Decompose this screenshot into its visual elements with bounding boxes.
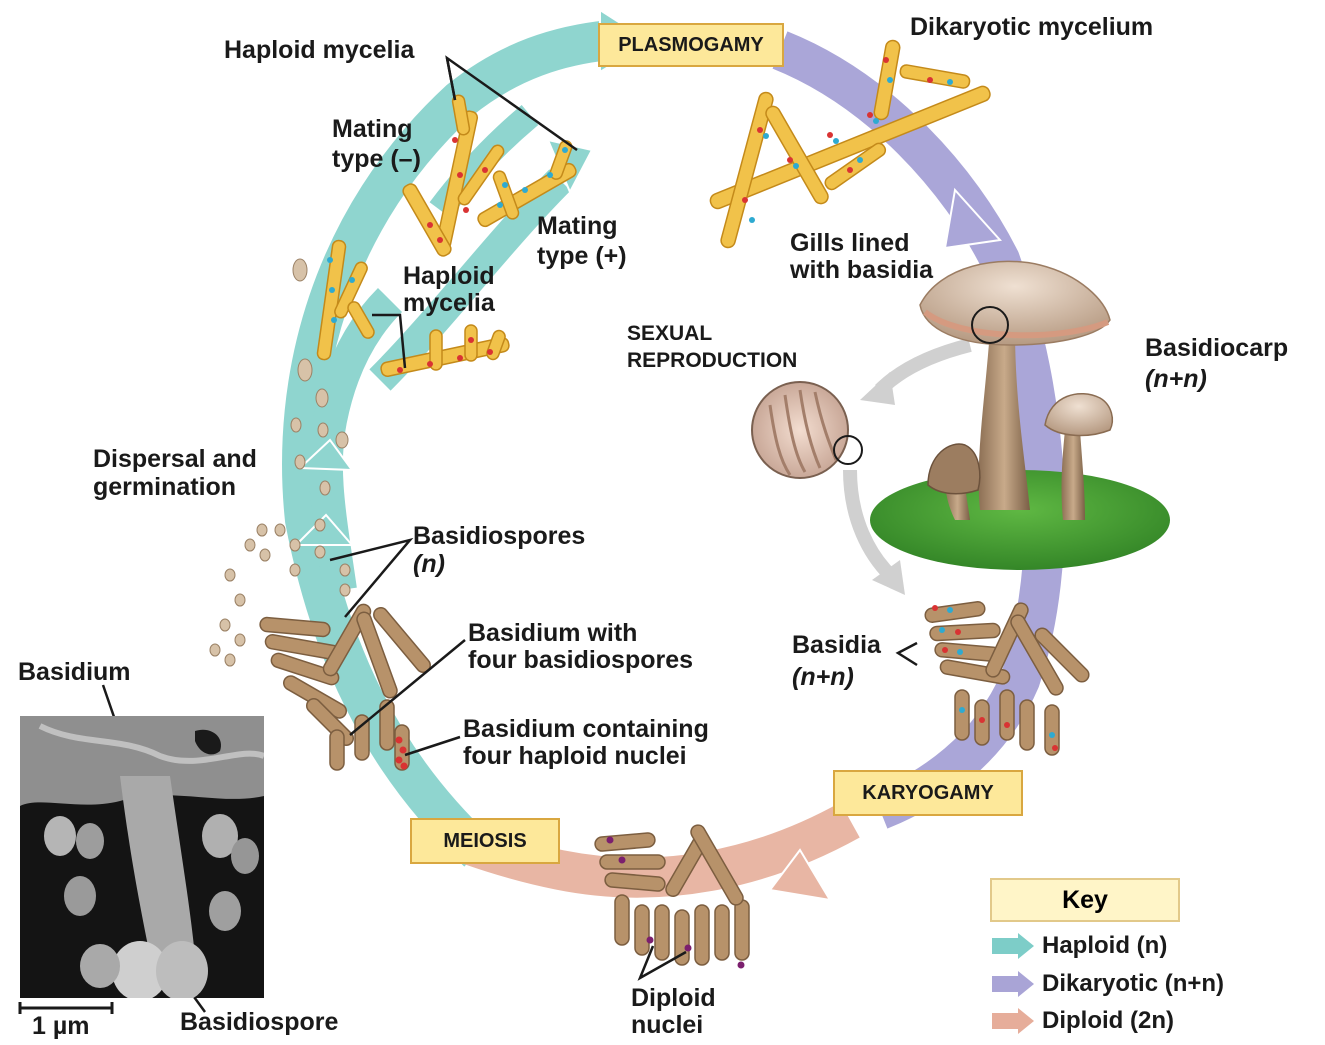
- dikaryotic-arrow: [772, 31, 1065, 829]
- label-dikaryotic-mycelium: Dikaryotic mycelium: [910, 13, 1154, 41]
- zoom-arrow-2-head: [872, 560, 905, 595]
- basidiospores: [209, 258, 351, 667]
- center-title-line2: REPRODUCTION: [627, 349, 798, 372]
- diploid-arrow-icon: [992, 1008, 1034, 1034]
- key-item-haploid-label: Haploid (n): [1042, 932, 1168, 959]
- key-item-haploid: Haploid (n): [992, 932, 1167, 960]
- label-mating-plus-2: type (+): [537, 242, 627, 270]
- basidia-dikaryotic-nuclei: [932, 605, 1058, 751]
- key-title: Key: [990, 878, 1180, 922]
- label-basidiocarp-1: Basidiocarp: [1145, 334, 1289, 362]
- zoom-arrow-2: [843, 469, 896, 580]
- label-haploid-mycelia-mid-1: Haploid: [403, 262, 495, 290]
- label-dispersal-2: germination: [93, 473, 237, 501]
- label-mating-plus-1: Mating: [537, 212, 618, 240]
- label-basidiospores-1: Basidiospores: [413, 522, 586, 550]
- label-basidium-four-1: Basidium with: [468, 619, 638, 647]
- label-basidia-1: Basidia: [792, 631, 881, 659]
- basidia-dikaryotic: [924, 601, 1090, 756]
- basidia-diploid: [594, 824, 750, 966]
- label-basidiocarp-2: (n+n): [1145, 365, 1207, 393]
- micrograph-image: [20, 716, 264, 998]
- label-haploid-mycelia-mid-2: mycelia: [403, 289, 495, 317]
- diploid-arrow-head: [768, 848, 832, 902]
- label-gills-1: Gills lined: [790, 229, 910, 257]
- label-basidiospore: Basidiospore: [180, 1008, 339, 1036]
- label-dispersal-1: Dispersal and: [93, 445, 257, 473]
- haploid-arrow-inner-1-head: [297, 438, 355, 472]
- label-basidium-nuclei-1: Basidium containing: [463, 715, 709, 743]
- key-item-diploid-label: Diploid (2n): [1042, 1007, 1174, 1034]
- label-basidium: Basidium: [18, 658, 131, 686]
- zoom-arrow-1: [875, 338, 972, 396]
- mushroom-large: [919, 260, 1111, 510]
- haploid-nuclei: [327, 137, 568, 373]
- label-mating-minus-2: type (–): [332, 145, 421, 173]
- haploid-mycelium-left: [316, 239, 375, 361]
- mushroom-small: [927, 443, 981, 520]
- label-basidiospores-2: (n): [413, 550, 445, 578]
- haploid-arrow-inner-2-head: [293, 513, 355, 546]
- zoom-arrow-1-head: [860, 372, 895, 405]
- scale-bar: [18, 1002, 114, 1014]
- gill-magnified: [751, 381, 863, 479]
- gill-zoom-ring: [971, 306, 1009, 344]
- dikaryotic-arrow-head-1: [943, 187, 1002, 250]
- label-haploid-mycelia-top: Haploid mycelia: [224, 36, 415, 64]
- label-diploid-nuclei-1: Diploid: [631, 984, 716, 1012]
- meiosis-box: MEIOSIS: [410, 818, 560, 864]
- basidia-diploid-nuclei: [606, 836, 745, 969]
- grass-mound: [870, 470, 1170, 570]
- key-item-diploid: Diploid (2n): [992, 1007, 1174, 1035]
- key-item-dikaryotic: Dikaryotic (n+n): [992, 970, 1224, 998]
- label-basidia-2: (n+n): [792, 663, 854, 691]
- label-basidium-four-2: four basidiospores: [468, 646, 694, 674]
- label-diploid-nuclei-2: nuclei: [631, 1011, 704, 1039]
- basidium-haploid-nuclei: [395, 736, 408, 770]
- haploid-mycelium-minus: [402, 94, 505, 257]
- haploid-arrow-icon: [992, 933, 1034, 959]
- plasmogamy-box: PLASMOGAMY: [598, 23, 784, 67]
- sem-micrograph: [20, 716, 264, 998]
- dikaryotic-arrow-icon: [992, 971, 1034, 997]
- key-item-dikaryotic-label: Dikaryotic (n+n): [1042, 970, 1225, 997]
- center-title-line1: SEXUAL: [627, 322, 713, 345]
- label-mating-minus-1: Mating: [332, 115, 413, 143]
- label-basidium-nuclei-2: four haploid nuclei: [463, 742, 687, 770]
- dikaryotic-nuclei: [742, 57, 953, 223]
- label-gills-2: with basidia: [790, 256, 934, 284]
- mushroom-right: [1044, 393, 1113, 520]
- label-scale: 1 µm: [32, 1012, 90, 1040]
- karyogamy-box: KARYOGAMY: [833, 770, 1023, 816]
